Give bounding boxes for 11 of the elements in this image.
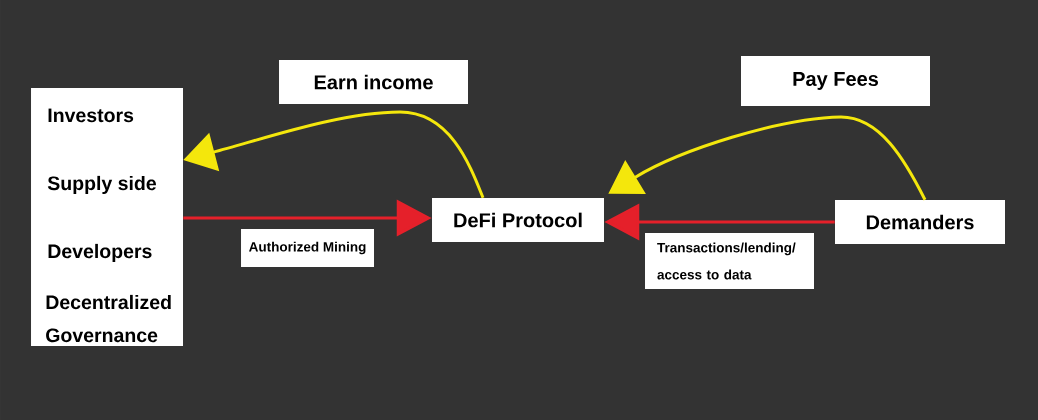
label-box: Authorized Mining (241, 229, 374, 267)
list-item: Investors (48, 108, 134, 123)
entity-box: Demanders (835, 200, 1005, 244)
label-box: Transactions/lending/ access to data (645, 233, 814, 289)
label-box: Pay Fees (741, 56, 930, 106)
list-item: Developers (48, 243, 152, 263)
text-panel (31, 88, 183, 346)
entity-box: DeFi Protocol (432, 198, 604, 242)
label-box: Earn income (279, 60, 468, 104)
list-item: Supply side (47, 175, 156, 195)
list-item: Decentralized Governance (46, 294, 171, 343)
